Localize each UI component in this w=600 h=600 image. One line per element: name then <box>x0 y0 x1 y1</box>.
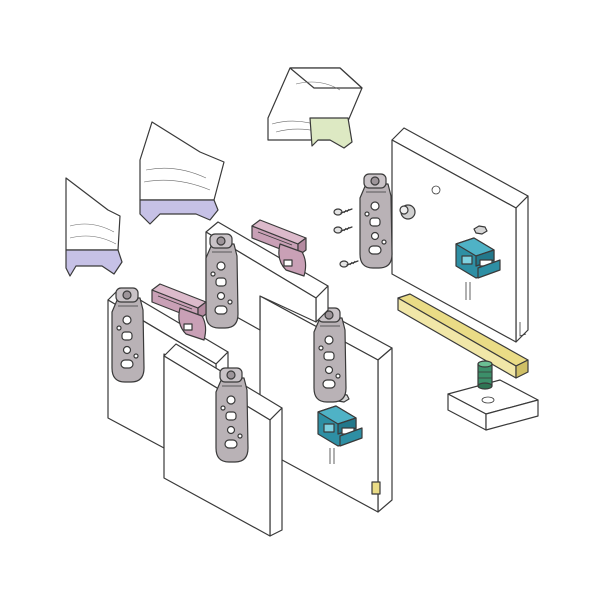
adjust-knob <box>399 204 416 220</box>
rail-left <box>65 177 123 277</box>
rail-top <box>267 67 363 149</box>
screw-2 <box>333 226 353 234</box>
carrier-bracket-middle-right <box>313 307 347 403</box>
floor-guide-pin <box>477 360 493 390</box>
track-purple-left <box>65 249 123 277</box>
screw-1 <box>333 208 353 216</box>
rail-middle <box>139 121 225 225</box>
carrier-bracket-middle-left <box>205 233 239 329</box>
carrier-bracket-right <box>359 173 393 269</box>
screw-3 <box>339 260 359 268</box>
nut-right <box>473 225 488 235</box>
floor-guide <box>397 293 539 431</box>
carrier-bracket-left <box>111 287 145 383</box>
track-purple-middle <box>139 199 219 225</box>
track-green <box>309 117 353 149</box>
door-panel-right <box>391 127 529 343</box>
carrier-bracket-front <box>215 367 249 463</box>
